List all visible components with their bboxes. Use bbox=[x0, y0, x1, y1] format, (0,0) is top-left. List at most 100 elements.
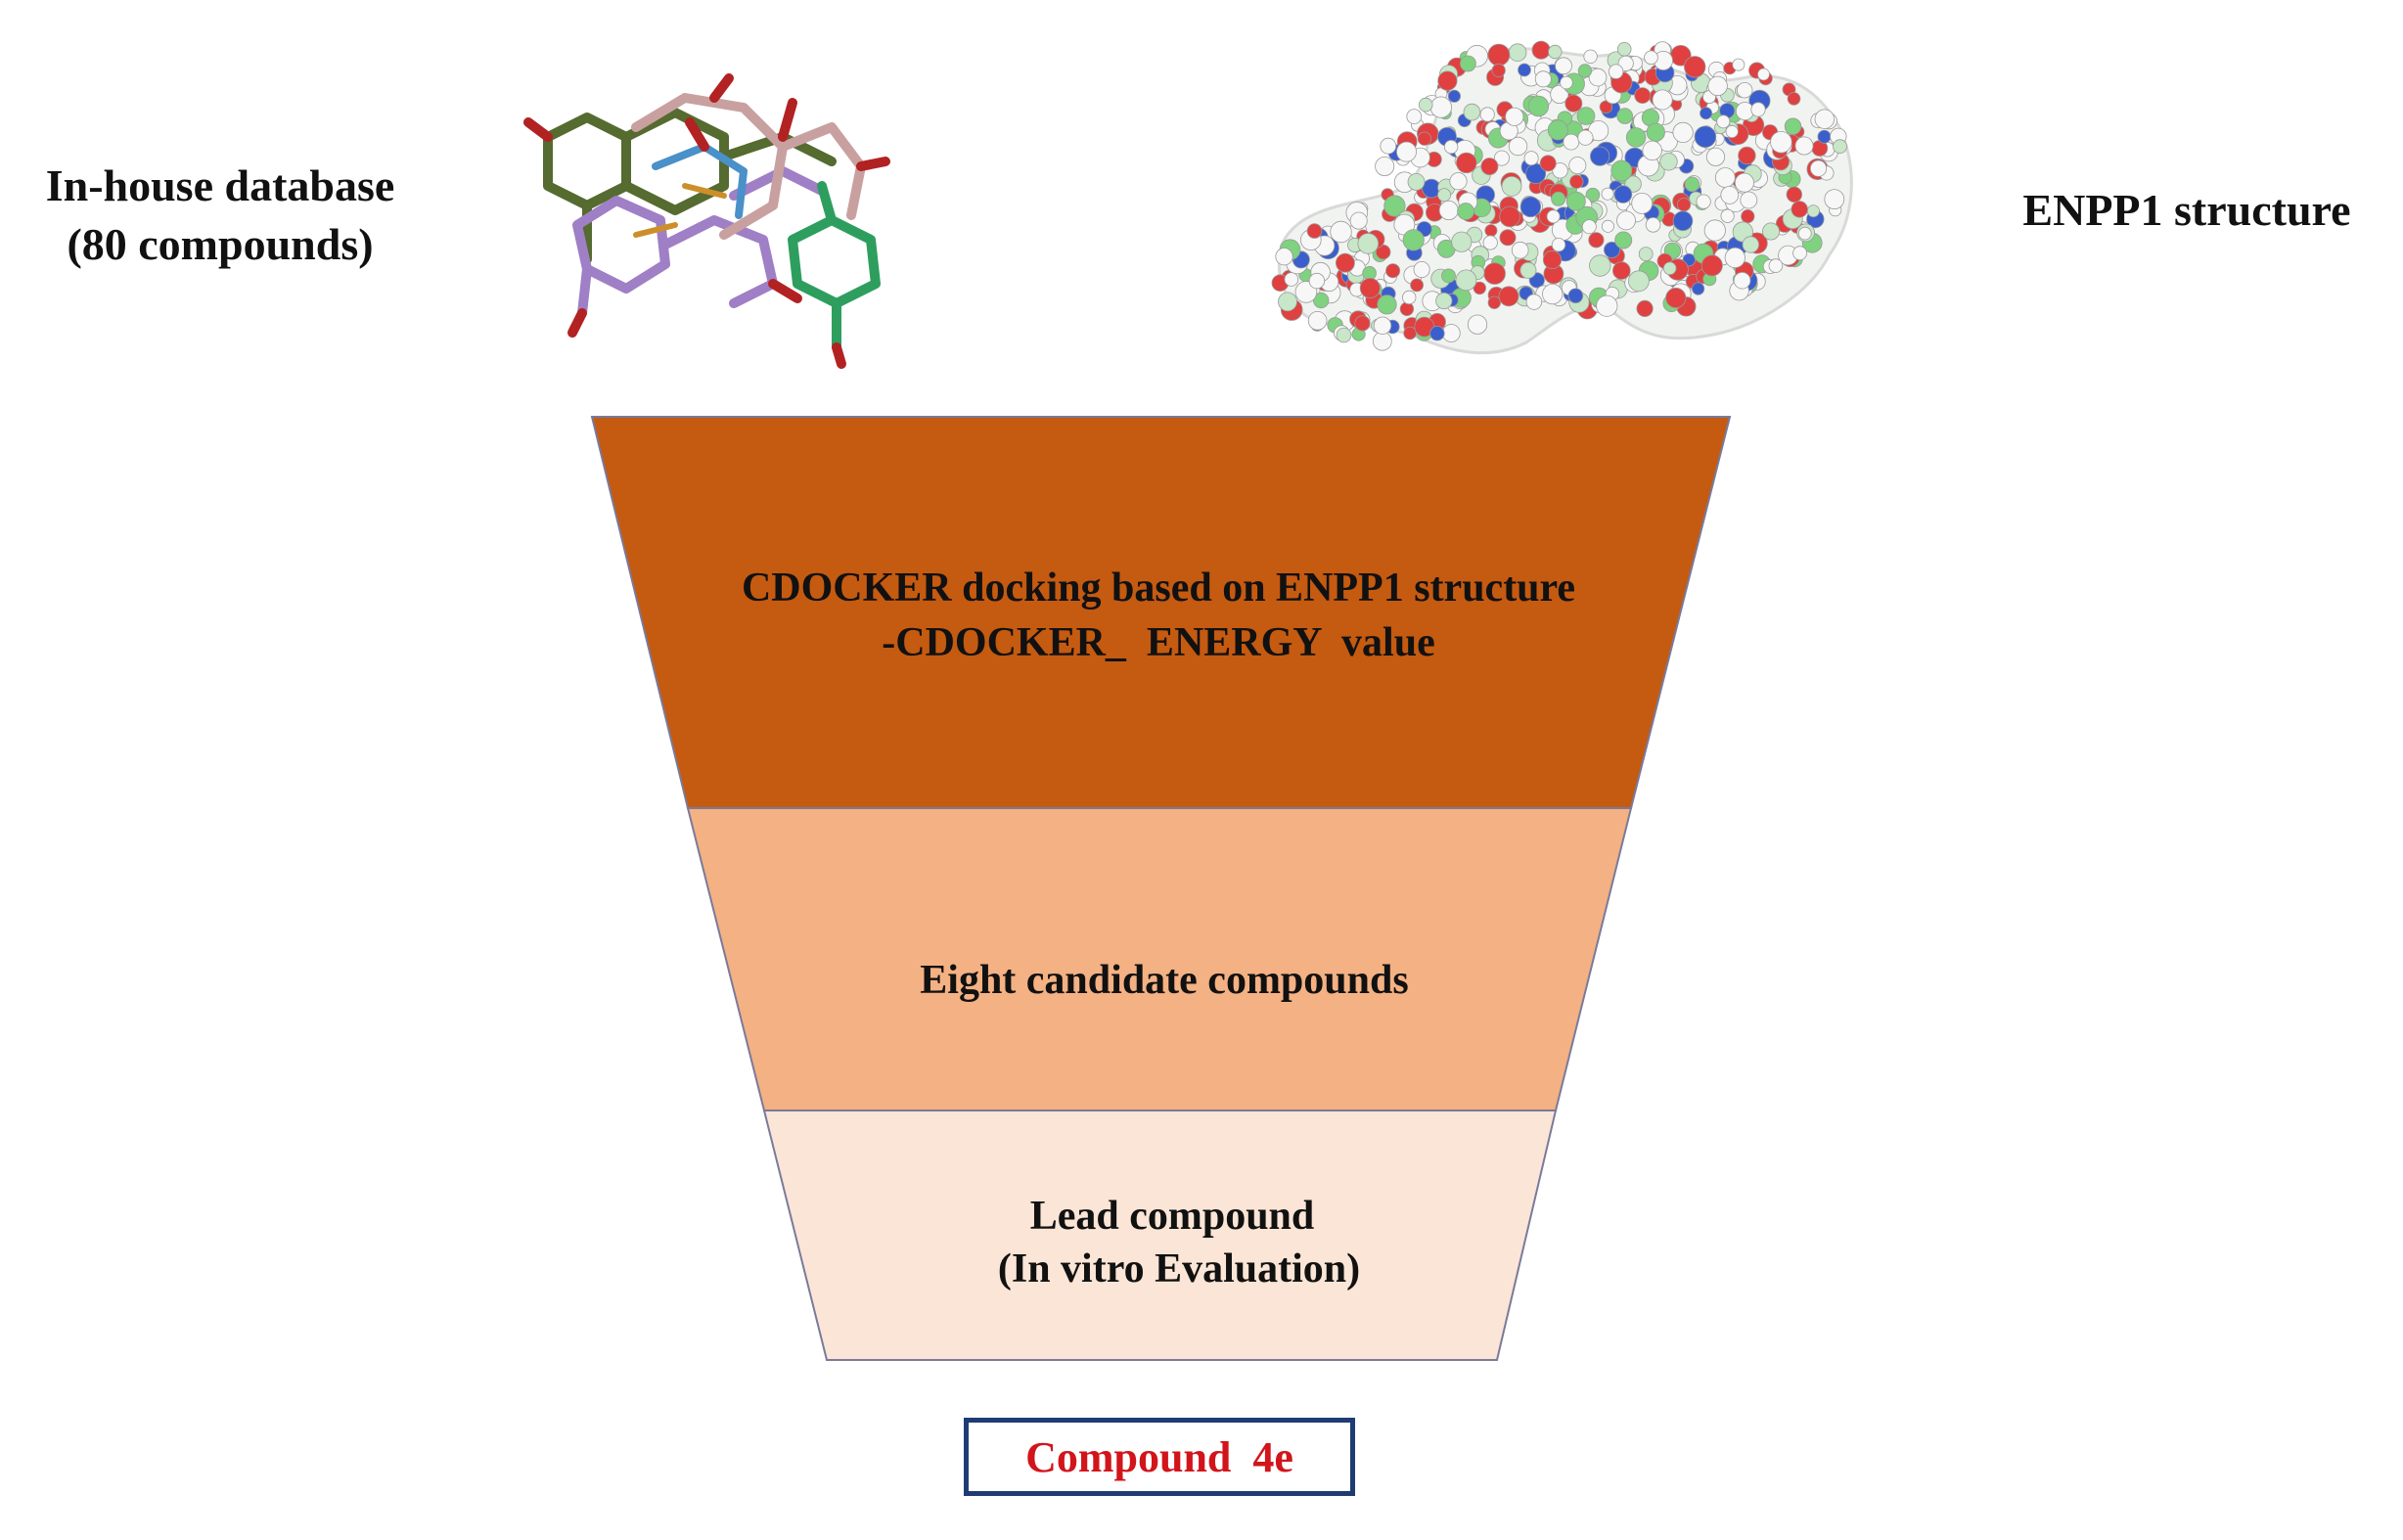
atom-dot bbox=[1501, 175, 1522, 197]
atom-dot bbox=[1473, 281, 1487, 295]
atom-dot bbox=[1375, 156, 1395, 176]
atom-dot bbox=[1786, 186, 1803, 204]
atom-dot bbox=[1662, 261, 1677, 276]
atom-dot bbox=[1705, 147, 1726, 166]
atom-dot bbox=[1552, 162, 1568, 179]
atom-dot bbox=[1547, 119, 1568, 141]
atom-dot bbox=[1714, 167, 1736, 188]
atom-dot bbox=[1443, 139, 1459, 155]
atom-dot bbox=[1542, 283, 1564, 305]
atom-dot bbox=[1604, 241, 1621, 258]
atom-dot bbox=[1824, 189, 1845, 210]
atom-dot bbox=[1638, 247, 1654, 262]
atom-dot bbox=[1588, 68, 1608, 87]
atom-dot bbox=[1284, 272, 1299, 287]
atom-dot bbox=[1551, 191, 1566, 206]
atom-dot bbox=[1437, 188, 1452, 203]
atom-dot bbox=[1508, 43, 1527, 63]
atom-dot bbox=[1616, 41, 1632, 57]
atom-dot bbox=[1373, 316, 1392, 336]
atom-dot bbox=[1720, 185, 1740, 204]
atom-dot bbox=[1736, 81, 1753, 99]
atom-dot bbox=[1703, 219, 1726, 242]
stage-3-line-1: Lead compound bbox=[1030, 1194, 1315, 1239]
atom-dot bbox=[1534, 70, 1552, 88]
atom-dot bbox=[1413, 260, 1430, 278]
atom-dot bbox=[1401, 290, 1417, 305]
result-box: Compound 4e bbox=[964, 1418, 1355, 1496]
atom-dot bbox=[1644, 50, 1658, 66]
atom-dot bbox=[1278, 292, 1297, 312]
atom-dot bbox=[1407, 172, 1426, 191]
atom-dot bbox=[1787, 92, 1801, 106]
atom-dot bbox=[1487, 295, 1502, 310]
atom-dot bbox=[1555, 57, 1572, 75]
atom-dot bbox=[1487, 43, 1511, 67]
atom-dot bbox=[1275, 248, 1293, 266]
atom-dot bbox=[1616, 108, 1633, 124]
database-label-line-1: In-house database bbox=[45, 160, 395, 210]
atom-dot bbox=[1307, 310, 1328, 331]
atom-dot bbox=[1499, 229, 1517, 247]
atom-dot bbox=[1460, 55, 1476, 72]
atom-dot bbox=[1429, 96, 1453, 118]
atom-dot bbox=[1518, 63, 1531, 77]
atom-dot bbox=[1583, 49, 1598, 65]
atom-dot bbox=[1585, 187, 1601, 203]
atom-dot bbox=[1814, 109, 1836, 129]
atom-dot bbox=[1577, 64, 1593, 78]
atom-dot bbox=[1418, 97, 1433, 113]
atom-dot bbox=[1614, 231, 1633, 249]
atom-dot bbox=[1308, 272, 1326, 290]
protein-surface-icon bbox=[1271, 40, 1853, 355]
atom-dot bbox=[1565, 191, 1586, 211]
atom-dot bbox=[1505, 107, 1524, 126]
atom-dot bbox=[1707, 75, 1728, 97]
atom-dot bbox=[1523, 151, 1539, 166]
stage-2-line-1: Eight candidate compounds bbox=[920, 958, 1408, 1003]
ligand-overlay-icon bbox=[523, 73, 890, 369]
stage-1-line-2: -CDOCKER_ ENERGY value bbox=[882, 620, 1434, 665]
atom-dot bbox=[1672, 210, 1694, 232]
atom-dot bbox=[1645, 217, 1661, 233]
stage-3-line-2: (In vitro Evaluation) bbox=[998, 1246, 1360, 1291]
atom-dot bbox=[1794, 136, 1814, 156]
atom-dot bbox=[1809, 159, 1828, 177]
atom-dot bbox=[1740, 191, 1758, 209]
atom-dot bbox=[1354, 315, 1371, 332]
atom-dot bbox=[1564, 94, 1583, 113]
atom-dot bbox=[1447, 89, 1462, 103]
atom-dot bbox=[1410, 278, 1424, 293]
atom-dot bbox=[1527, 95, 1550, 117]
atom-dot bbox=[1441, 324, 1461, 342]
atom-dot bbox=[1525, 294, 1543, 310]
atom-dot bbox=[1634, 87, 1652, 104]
atom-dot bbox=[1357, 233, 1380, 254]
atom-dot bbox=[1551, 237, 1566, 252]
atom-dot bbox=[1479, 107, 1495, 122]
atom-dot bbox=[1581, 219, 1597, 235]
atom-dot bbox=[1568, 157, 1587, 175]
atom-dot bbox=[1531, 40, 1551, 60]
atom-dot bbox=[1493, 150, 1510, 166]
atom-dot bbox=[1616, 210, 1636, 231]
atom-dot bbox=[1659, 153, 1678, 171]
atom-dot bbox=[1696, 194, 1711, 209]
atom-dot bbox=[1742, 236, 1760, 253]
atom-dot bbox=[1438, 200, 1459, 220]
atom-dot bbox=[1612, 261, 1631, 280]
atom-dot bbox=[1429, 326, 1445, 341]
atom-dot bbox=[1402, 229, 1425, 251]
protein-label: ENPP1 structure bbox=[2022, 185, 2351, 235]
atom-dot bbox=[1467, 314, 1488, 335]
atom-dot bbox=[1636, 299, 1654, 317]
atom-dot bbox=[1417, 131, 1432, 146]
atom-dot bbox=[1491, 63, 1506, 78]
atom-dot bbox=[1806, 204, 1820, 218]
atom-dot bbox=[1336, 252, 1355, 273]
atom-dot bbox=[1349, 211, 1368, 230]
atom-dot bbox=[1451, 231, 1473, 252]
atom-dot bbox=[1757, 68, 1770, 81]
atom-dot bbox=[1569, 174, 1584, 189]
